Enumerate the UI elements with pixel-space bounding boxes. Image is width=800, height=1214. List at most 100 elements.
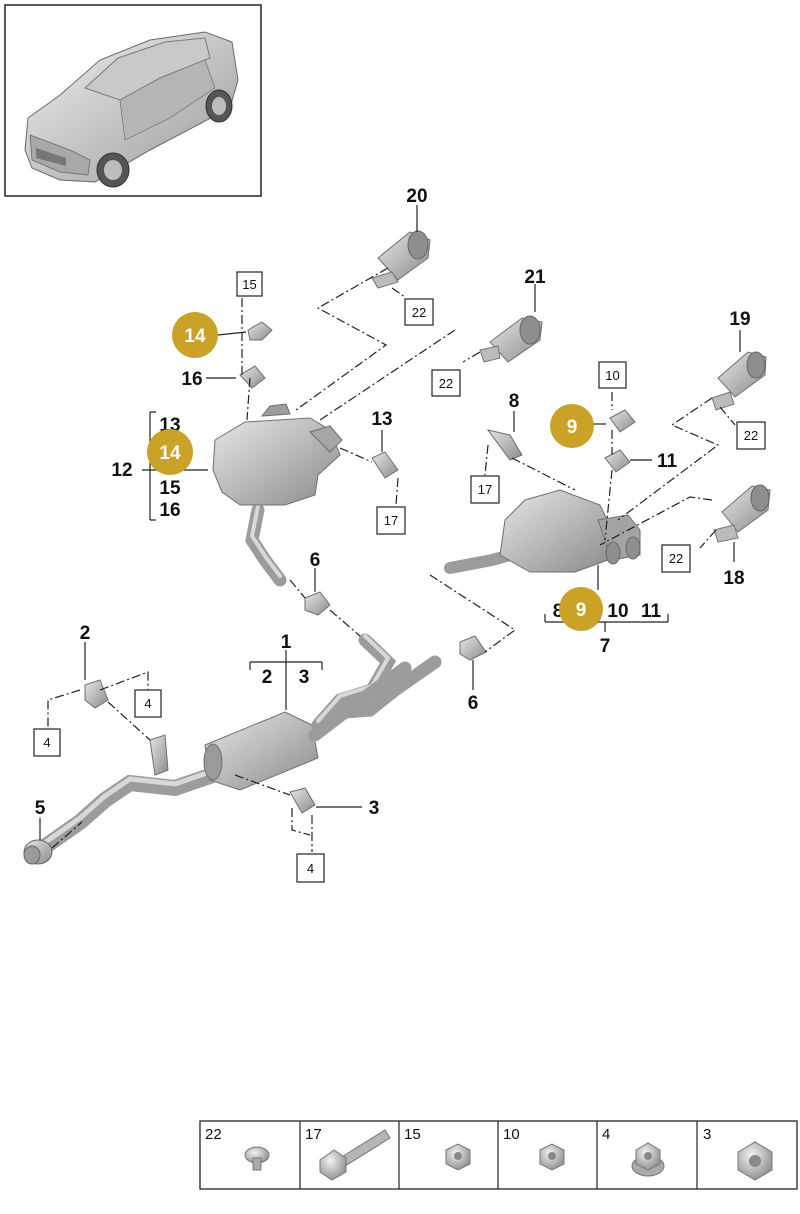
highlight-callout-9-b: 9: [559, 587, 603, 631]
callout-3: 3: [369, 798, 380, 819]
svg-text:17: 17: [384, 513, 398, 528]
tailpipe-19: [711, 351, 767, 411]
bracket-13: [371, 451, 399, 479]
svg-text:10: 10: [605, 368, 619, 383]
callout-10-group: 10: [607, 601, 628, 622]
svg-text:15: 15: [242, 277, 256, 292]
callout-13: 13: [371, 409, 392, 430]
nut-icon: [445, 1143, 471, 1171]
callout-16: 16: [181, 369, 202, 390]
legend-cell-17: 17: [305, 1126, 391, 1181]
car-thumbnail: [4, 4, 262, 197]
svg-text:9: 9: [567, 417, 578, 438]
svg-text:17: 17: [478, 482, 492, 497]
highlighted-callouts: 14 14 9 9: [147, 312, 603, 631]
right-rear-muffler: [499, 489, 641, 573]
left-rear-muffler: [212, 403, 343, 506]
box-callout-22-d: 22: [661, 544, 691, 573]
svg-text:4: 4: [602, 1126, 610, 1143]
rubber-mount-16: [239, 365, 266, 389]
box-callout-4-b: 4: [33, 728, 61, 757]
svg-text:22: 22: [412, 305, 426, 320]
clamp-5: [23, 839, 53, 865]
tailpipe-18: [713, 484, 771, 543]
svg-text:22: 22: [744, 428, 758, 443]
bracket-14-left: [247, 321, 273, 341]
exhaust-system: [32, 403, 641, 858]
center-muffler: [203, 711, 319, 791]
callout-labels: 20 21 19 18 16 8 13 11 12 13 15 16 6 6 1…: [35, 186, 751, 819]
highlight-callout-14-a: 14: [172, 312, 218, 358]
callout-15-group: 15: [159, 478, 181, 499]
svg-text:4: 4: [144, 696, 151, 711]
callout-21: 21: [524, 267, 546, 288]
box-callout-15: 15: [236, 271, 263, 297]
bracket-9: [609, 409, 636, 433]
box-callout-17-b: 17: [376, 506, 406, 535]
hex-nut-icon: [737, 1141, 773, 1181]
legend-cell-15: 15: [404, 1126, 471, 1171]
callout-8-group: 8: [553, 601, 564, 622]
rubber-mount-11: [604, 449, 631, 473]
svg-text:4: 4: [43, 735, 50, 750]
hanger-3: [289, 787, 316, 814]
box-callout-10: 10: [598, 361, 627, 389]
svg-text:9: 9: [576, 600, 587, 621]
svg-text:14: 14: [159, 443, 181, 464]
svg-text:22: 22: [439, 376, 453, 391]
callout-11-group: 11: [641, 601, 662, 622]
callout-12: 12: [111, 460, 132, 481]
highlight-callout-9-a: 9: [550, 404, 594, 448]
svg-text:4: 4: [307, 861, 314, 876]
clamp-6-front: [304, 591, 331, 616]
assembly-lines: [47, 267, 736, 852]
callout-2-group: 2: [262, 667, 273, 688]
boxed-callouts: 15 22 22 10 22 17 17 22: [33, 271, 766, 883]
tailpipe-20: [371, 230, 431, 289]
callout-11: 11: [657, 451, 678, 472]
flange-nut-icon: [631, 1142, 665, 1177]
svg-text:10: 10: [503, 1126, 520, 1143]
callout-2: 2: [80, 623, 91, 644]
hanger-2: [84, 679, 109, 709]
callout-8: 8: [509, 391, 520, 412]
svg-text:17: 17: [305, 1126, 322, 1143]
legend-cell-10: 10: [503, 1126, 565, 1171]
box-callout-22-c: 22: [736, 421, 766, 450]
svg-text:22: 22: [205, 1126, 222, 1143]
svg-text:22: 22: [669, 551, 683, 566]
svg-text:3: 3: [703, 1126, 711, 1143]
box-callout-17-a: 17: [470, 475, 500, 504]
callout-1: 1: [281, 632, 292, 653]
callout-5: 5: [35, 798, 46, 819]
svg-text:14: 14: [184, 326, 206, 347]
legend-cell-22: 22: [205, 1126, 270, 1171]
callout-3-group: 3: [299, 667, 310, 688]
legend-cell-4: 4: [602, 1126, 665, 1177]
box-callout-4-a: 4: [134, 689, 162, 718]
svg-text:15: 15: [404, 1126, 421, 1143]
box-callout-22-b: 22: [431, 369, 461, 397]
car-icon: [24, 31, 239, 188]
fastener-legend: 22 17 15 10: [199, 1120, 798, 1190]
callout-6-front: 6: [310, 550, 321, 571]
callout-7: 7: [600, 636, 611, 657]
leader-lines: [39, 205, 741, 840]
screw-icon: [244, 1146, 270, 1171]
callout-20: 20: [406, 186, 427, 207]
bracket-8: [486, 429, 523, 461]
highlight-callout-14-b: 14: [147, 429, 193, 475]
callout-19: 19: [729, 309, 750, 330]
box-callout-22-a: 22: [404, 298, 434, 326]
box-callout-4-c: 4: [296, 853, 325, 883]
tailpipe-21: [479, 315, 543, 363]
callout-6-rear: 6: [468, 693, 479, 714]
bolt-icon: [319, 1129, 391, 1181]
clamp-6-rear: [459, 635, 487, 661]
legend-cell-3: 3: [703, 1126, 773, 1181]
callout-18: 18: [723, 568, 744, 589]
nut-icon: [539, 1143, 565, 1171]
hanger-center: [149, 734, 169, 776]
callout-16-group: 16: [159, 500, 180, 521]
